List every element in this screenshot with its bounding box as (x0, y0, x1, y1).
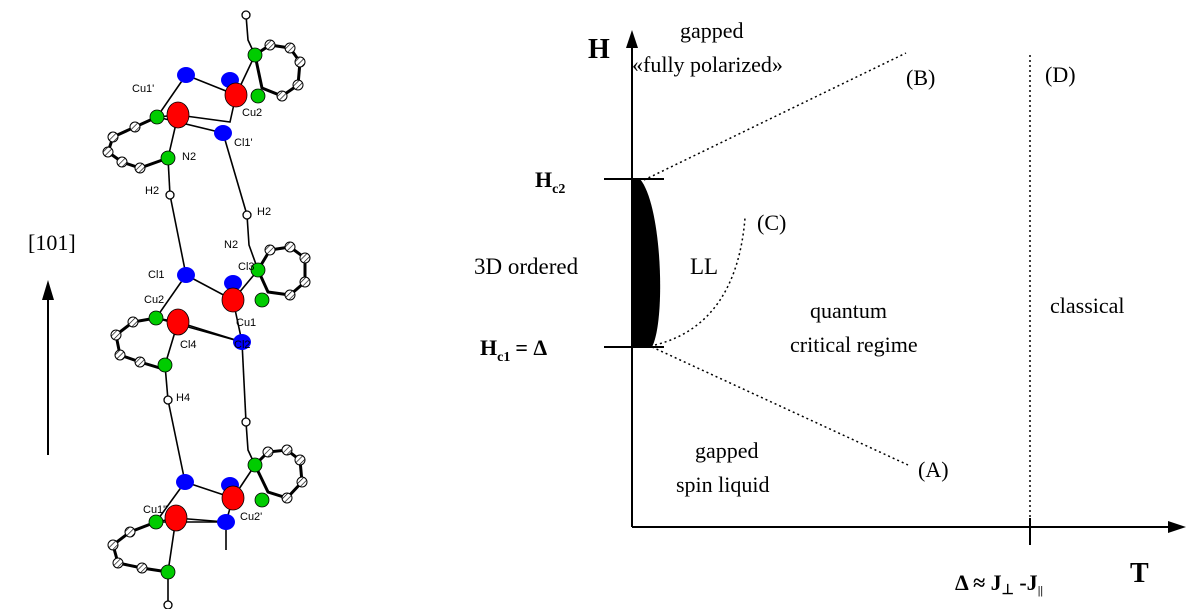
label-h2-left: H2 (145, 185, 159, 197)
region-quantum-line1: quantum (810, 298, 887, 323)
label-h2-right: H2 (257, 206, 271, 218)
label-cl4: Cl4 (180, 339, 197, 351)
region-3d-ordered: 3D ordered (474, 254, 579, 279)
ordered-dome (632, 179, 661, 347)
x-axis-label: T (1130, 558, 1149, 589)
region-spin-liquid-line1: gapped (695, 438, 759, 463)
copper-atoms (164, 82, 248, 532)
region-spin-liquid-line2: spin liquid (676, 472, 770, 497)
atom-labels: Cu1' Cu2 Cl1' N2 H2 H2 N2 Cl1 Cl3 Cu2 Cu… (132, 83, 271, 523)
phase-diagram: H T Hc2 Hc1= Δ Δ ≈ J⊥ -J|| gapped «fully… (474, 18, 1186, 598)
label-d: (D) (1045, 62, 1076, 87)
x-axis (632, 521, 1186, 533)
carbon-atoms (102, 39, 311, 574)
nitrogen-atoms (148, 47, 270, 580)
label-cu1pp: Cu1" (143, 504, 167, 516)
region-classical: classical (1050, 293, 1125, 318)
label-c: (C) (757, 210, 786, 235)
direction-arrow (42, 280, 54, 455)
label-cu2-mid: Cu2 (144, 294, 164, 306)
region-fully-polarized-line2: «fully polarized» (632, 52, 783, 77)
crystal-structure: [101] (28, 10, 311, 609)
label-cl3: Cl3 (238, 261, 255, 273)
crossover-line-b (643, 52, 907, 181)
hc2-label: Hc2 (535, 167, 565, 197)
hydrogen-atoms (163, 10, 252, 609)
delta-label: Δ ≈ J⊥ -J|| (955, 570, 1043, 598)
label-n2-top: N2 (182, 151, 196, 163)
label-cl1p: Cl1' (234, 137, 253, 149)
direction-label: [101] (28, 230, 76, 255)
label-n2-mid: N2 (224, 239, 238, 251)
label-cu1: Cu1 (236, 317, 256, 329)
region-ll: LL (690, 254, 718, 279)
region-quantum-line2: critical regime (790, 332, 918, 357)
y-axis-label: H (588, 34, 610, 65)
label-a: (A) (918, 457, 949, 482)
label-cu2: Cu2 (242, 107, 262, 119)
label-cu1p: Cu1' (132, 83, 154, 95)
label-h4: H4 (176, 392, 190, 404)
label-cu2p: Cu2' (240, 511, 262, 523)
crossover-line-c (654, 217, 746, 346)
label-cl1: Cl1 (148, 269, 165, 281)
region-fully-polarized-line1: gapped (680, 18, 744, 43)
label-b: (B) (906, 65, 935, 90)
hc1-label: Hc1= Δ (480, 335, 547, 365)
crossover-line-a (651, 346, 909, 466)
label-cl2: Cl2 (234, 339, 251, 351)
